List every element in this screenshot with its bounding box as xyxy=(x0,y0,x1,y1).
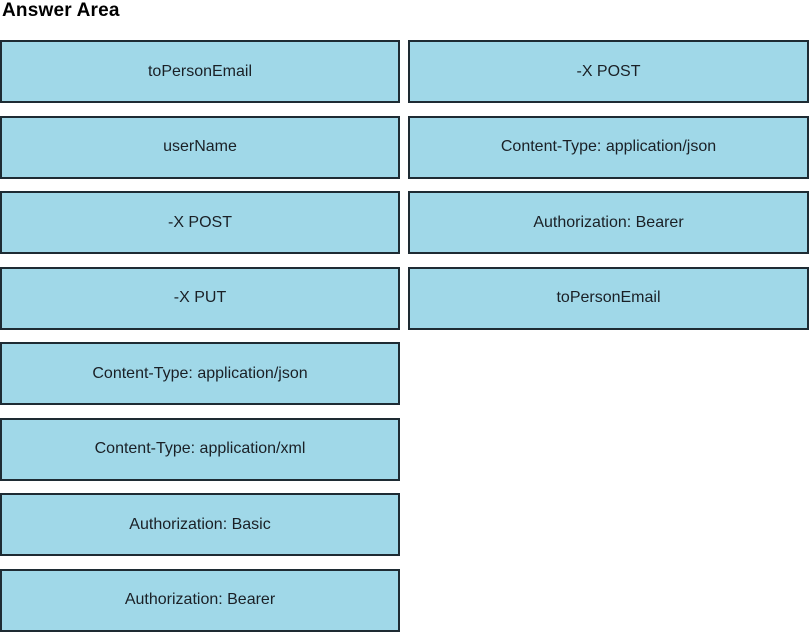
options-column: toPersonEmail userName -X POST -X PUT Co… xyxy=(0,40,400,632)
option-box[interactable]: Authorization: Bearer xyxy=(0,568,400,632)
page-title: Answer Area xyxy=(2,0,120,21)
option-box[interactable]: -X PUT xyxy=(0,266,400,330)
option-box[interactable]: Content-Type: application/xml xyxy=(0,417,400,481)
option-box[interactable]: Authorization: Basic xyxy=(0,493,400,556)
answer-box[interactable]: Authorization: Bearer xyxy=(408,191,809,254)
option-box[interactable]: toPersonEmail xyxy=(0,40,400,103)
answer-box[interactable]: -X POST xyxy=(408,40,809,103)
option-box[interactable]: Content-Type: application/json xyxy=(0,342,400,405)
answer-box[interactable]: Content-Type: application/json xyxy=(408,115,809,179)
option-box[interactable]: -X POST xyxy=(0,191,400,254)
answers-column: -X POST Content-Type: application/json A… xyxy=(408,40,809,330)
option-box[interactable]: userName xyxy=(0,115,400,179)
answer-box[interactable]: toPersonEmail xyxy=(408,266,809,330)
